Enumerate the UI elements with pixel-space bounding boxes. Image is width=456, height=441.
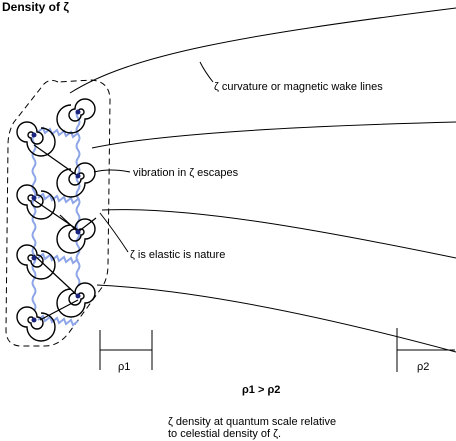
spiral-3 [56,162,96,198]
connector-lines [33,144,97,321]
label-rho2: ρ2 [417,361,429,373]
leader-lines [93,61,214,253]
measure-rho1 [99,330,153,370]
diagram-title: Density of ζ [2,0,69,14]
wake-line-3 [101,209,456,259]
wake-line-2 [91,121,456,149]
leader-wake [199,61,214,83]
spiral-1 [56,98,96,134]
spring-diagonal-2 [37,192,79,205]
spiral-8 [16,306,56,342]
zeta-spirals [16,98,96,342]
connector-1 [33,144,79,177]
spiral-6 [16,244,56,280]
wake-line-4 [96,284,456,353]
density-relation: ρ1 > ρ2 [242,384,280,396]
leader-vibration [93,169,131,173]
spring-lines [31,109,81,327]
spring-left [31,134,37,312]
spiral-4 [16,184,56,220]
spring-diagonal-4 [37,314,79,327]
caption-line-2: to celestial density of ζ. [168,428,281,440]
spiral-2 [16,121,56,157]
wake-lines [69,7,456,353]
label-rho1: ρ1 [118,361,130,373]
caption-line-1: ζ density at quantum scale relative [168,416,336,428]
spiral-5 [56,218,96,254]
label-vibration: vibration in ζ escapes [133,167,239,179]
label-wake-lines: ζ curvature or magnetic wake lines [214,81,383,93]
wake-line-1 [69,7,456,94]
spring-right [75,109,81,287]
label-elastic: ζ is elastic is nature [130,249,225,261]
spiral-7 [56,282,96,318]
leader-elastic [99,212,129,253]
measure-rho2 [396,328,455,372]
spring-diagonal-3 [37,252,79,265]
zeta-boundary [5,79,111,347]
